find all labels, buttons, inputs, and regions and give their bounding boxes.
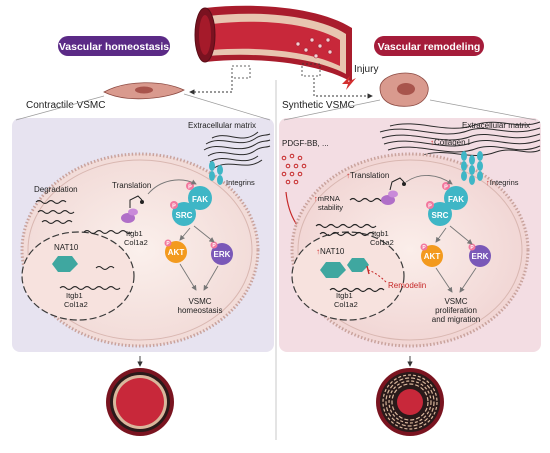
phospho-akt-right <box>420 243 428 251</box>
nat10-icon-right-2 <box>347 258 369 272</box>
svg-text:P: P <box>428 204 432 210</box>
ecm-label-right: Extracellular matrix <box>462 121 530 130</box>
degradation-label: Degradation <box>34 185 78 194</box>
fak-node-left <box>188 186 212 210</box>
ecm-label-left: Extracellular matrix <box>188 121 256 130</box>
arrow-to-contractile <box>189 76 233 95</box>
src-node-left <box>172 202 196 226</box>
ecm-fibers-left <box>203 131 271 169</box>
ecm-fibers-right <box>379 121 541 157</box>
outcome-left-1: VSMC <box>188 297 211 306</box>
svg-text:SRC: SRC <box>176 211 193 220</box>
svg-text:P: P <box>188 185 192 191</box>
mrna-stability-label: stability <box>318 203 343 212</box>
svg-text:P: P <box>172 204 176 210</box>
integrins-label-right: ↑Integrins <box>486 178 519 187</box>
pill-vascular-remodeling: Vascular remodeling <box>374 36 484 56</box>
pill-vascular-homeostasis: Vascular homeostasis <box>58 36 170 56</box>
translation-label-right: ↑Translation <box>346 171 389 180</box>
synthetic-cell-icon <box>379 72 429 107</box>
outcome-right-2: proliferation <box>435 306 477 315</box>
erk-node-left <box>211 243 233 265</box>
mrna-label: ↑mRNA <box>314 194 340 203</box>
nucleus-itgb1-right: Itgb1 <box>336 291 353 300</box>
phospho-akt-left <box>164 239 172 247</box>
remodelin-inhibition <box>367 269 387 283</box>
translation-label-left: Translation <box>112 181 151 190</box>
itgb1-label-left: Itgb1 <box>126 229 143 238</box>
integrins-label-left: Integrins <box>226 178 255 187</box>
phospho-erk-right <box>468 243 476 251</box>
blood-vessel <box>194 5 352 83</box>
svg-text:ERK: ERK <box>214 250 231 259</box>
akt-node-right <box>421 245 443 267</box>
itgb1-label-right: Itgb1 <box>372 229 389 238</box>
vessel-cross-section-remodeled <box>376 368 444 436</box>
phospho-src-right <box>426 201 434 209</box>
ribosome-icon-left <box>121 195 144 223</box>
outcome-right-1: VSMC <box>444 297 467 306</box>
svg-text:ERK: ERK <box>472 252 489 261</box>
svg-text:P: P <box>212 243 216 249</box>
col1a2-label-right: Col1a2 <box>370 238 394 247</box>
collagen-label: ↑Collagen I <box>430 138 470 147</box>
collagen-up-arrow: ↑ <box>430 138 434 147</box>
nat10-icon-right <box>320 262 346 278</box>
svg-text:P: P <box>166 241 170 247</box>
nat10-label-left: NAT10 <box>54 243 79 252</box>
phospho-src-left <box>170 201 178 209</box>
ribosome-icon-right <box>381 177 406 205</box>
col1a2-label-left: Col1a2 <box>124 238 148 247</box>
injury-label: Injury <box>354 64 378 75</box>
synthetic-vsmc-label: Synthetic VSMC <box>282 100 355 111</box>
injury-bolt-icon <box>342 76 356 90</box>
outcome-right-3: and migration <box>432 315 480 324</box>
nat10-label-right: ↑NAT10 <box>316 247 345 256</box>
svg-text:AKT: AKT <box>424 252 441 261</box>
svg-text:FAK: FAK <box>192 195 208 204</box>
contractile-vsmc-label: Contractile VSMC <box>26 100 105 111</box>
svg-text:P: P <box>422 245 426 251</box>
svg-text:Vascular homeostasis: Vascular homeostasis <box>59 41 169 53</box>
nucleus-itgb1-left: Itgb1 <box>66 291 83 300</box>
nucleus-col1a2-left: Col1a2 <box>64 300 88 309</box>
pdgf-label: PDGF-BB, ... <box>282 139 329 148</box>
svg-text:FAK: FAK <box>448 195 464 204</box>
akt-node-left <box>165 241 187 263</box>
svg-text:P: P <box>470 245 474 251</box>
vessel-cross-section-healthy <box>106 368 174 436</box>
nucleus-col1a2-right: Col1a2 <box>334 300 358 309</box>
svg-text:AKT: AKT <box>168 248 185 257</box>
remodelin-label: Remodelin <box>388 281 426 290</box>
arrow-to-synthetic <box>313 78 373 99</box>
nucleus-right <box>291 231 405 321</box>
mrna-strands-left <box>35 199 133 291</box>
erk-node-right <box>469 245 491 267</box>
svg-text:P: P <box>444 185 448 191</box>
fak-node-right <box>444 186 468 210</box>
integrins-icon-right <box>461 151 483 185</box>
mrna-strands-right <box>315 197 387 293</box>
nat10-icon-left <box>52 256 78 272</box>
outcome-left-2: homeostasis <box>178 306 223 315</box>
src-node-right <box>428 202 452 226</box>
phospho-erk-left <box>210 241 218 249</box>
nucleus-left <box>21 231 135 321</box>
svg-text:SRC: SRC <box>432 211 449 220</box>
integrins-icon-left <box>209 161 223 185</box>
svg-text:Vascular remodeling: Vascular remodeling <box>378 41 481 53</box>
pdgf-particles <box>281 153 307 185</box>
contractile-cell-icon <box>103 82 185 100</box>
